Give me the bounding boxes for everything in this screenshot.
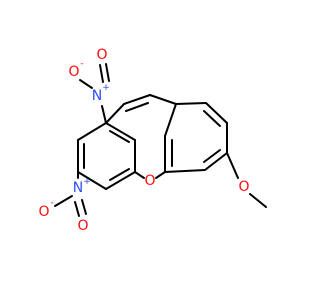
bond — [205, 102, 228, 124]
atom-labels: N + O - O N + O - O O O — [38, 47, 249, 234]
bond — [203, 149, 221, 163]
bond — [77, 171, 107, 190]
bond — [164, 103, 177, 137]
methoxy-oxygen-label: O — [238, 179, 249, 195]
bond — [81, 199, 87, 215]
bond — [79, 79, 93, 89]
nitro2-o-double-label: O — [77, 218, 88, 234]
bond — [149, 94, 177, 105]
bond — [203, 110, 221, 127]
nitro1-o-charge: - — [80, 59, 83, 69]
molecule-drawing: N + O - O N + O - O O O — [38, 47, 267, 234]
structure-canvas: N + O - O N + O - O O O — [38, 47, 267, 234]
bond — [99, 64, 104, 83]
bond — [123, 94, 151, 105]
bond — [105, 103, 125, 124]
nitro2-o-single-label: O — [38, 204, 49, 220]
bond — [101, 105, 107, 124]
bond — [175, 102, 207, 105]
nitro2-n-charge: + — [83, 177, 91, 187]
bond — [164, 169, 206, 173]
bond — [74, 201, 80, 217]
bond — [105, 171, 136, 190]
nitro2-o-charge: - — [50, 198, 53, 208]
bond — [204, 152, 228, 171]
bond — [125, 102, 149, 112]
bond — [77, 122, 107, 141]
ring-oxygen-label: O — [144, 173, 155, 189]
nitro1-o-single-label: O — [68, 64, 79, 80]
bond — [105, 122, 136, 141]
bond — [249, 193, 267, 208]
nitro1-n-charge: + — [102, 83, 110, 93]
bond — [105, 63, 110, 82]
bond — [109, 168, 130, 181]
bond — [226, 152, 239, 179]
bonds — [54, 63, 267, 217]
bond — [155, 171, 166, 179]
bond — [54, 195, 73, 207]
nitro1-n-label: N — [92, 88, 102, 104]
nitro2-n-label: N — [73, 180, 83, 196]
nitro1-o-double-label: O — [96, 47, 107, 63]
bond — [134, 171, 145, 179]
bond — [109, 130, 130, 143]
